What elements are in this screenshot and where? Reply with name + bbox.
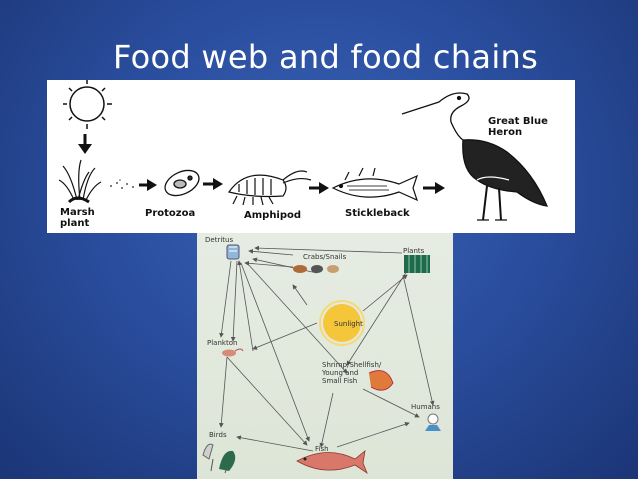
marsh-plant-icon <box>58 159 102 204</box>
amphipod-icon <box>228 170 312 206</box>
shrimp-icon <box>368 370 394 391</box>
sunlight-icon <box>319 300 365 346</box>
dotted-stream <box>110 179 134 189</box>
arrow-stickleback-to-heron <box>423 182 445 194</box>
plants-icon <box>404 255 430 273</box>
arrow-protozoa-to-amphipod <box>203 178 223 190</box>
food-web-panel: Detritus Crabs/Snails Plants Sunlight Pl… <box>197 233 453 479</box>
crabs-snails-icon <box>293 265 339 273</box>
food-web-drawing <box>202 244 441 475</box>
fish-icon <box>296 450 368 475</box>
label-amphipod: Amphipod <box>244 210 302 221</box>
food-chain-panel: Marsh plant Protozoa Amphipod Sticklebac… <box>47 80 575 233</box>
label-plants: Plants <box>403 247 425 255</box>
label-protozoa: Protozoa <box>145 208 196 219</box>
label-fish: Fish <box>315 445 329 453</box>
sun-icon <box>63 80 112 129</box>
label-humans: Humans <box>411 403 440 411</box>
label-crabs-snails: Crabs/Snails <box>303 253 347 261</box>
slide-title: Food web and food chains <box>113 38 539 76</box>
plankton-icon <box>222 348 244 357</box>
label-birds: Birds <box>209 431 227 439</box>
label-plankton: Plankton <box>207 339 238 347</box>
label-stickleback: Stickleback <box>345 208 410 219</box>
detritus-icon <box>226 244 240 260</box>
birds-icon <box>202 443 236 474</box>
label-sunlight: Sunlight <box>334 320 363 328</box>
label-detritus: Detritus <box>205 236 234 244</box>
arrow-amphipod-to-stickleback <box>309 182 329 194</box>
food-web-arrows <box>218 245 435 452</box>
food-chain-drawing <box>58 80 549 221</box>
heron-icon <box>401 92 549 221</box>
humans-icon <box>425 413 441 431</box>
stickleback-icon <box>331 167 418 202</box>
label-great-blue-heron: Great Blue Heron <box>488 116 548 138</box>
arrow-plant-to-protozoa <box>139 179 157 191</box>
arrow-sun-to-plant <box>78 134 92 154</box>
label-shrimp-shellfish: Shrimp/Shellfish/ Young and Small Fish <box>322 361 382 385</box>
protozoa-icon <box>164 169 200 197</box>
label-marsh-plant: Marsh plant <box>60 207 95 229</box>
